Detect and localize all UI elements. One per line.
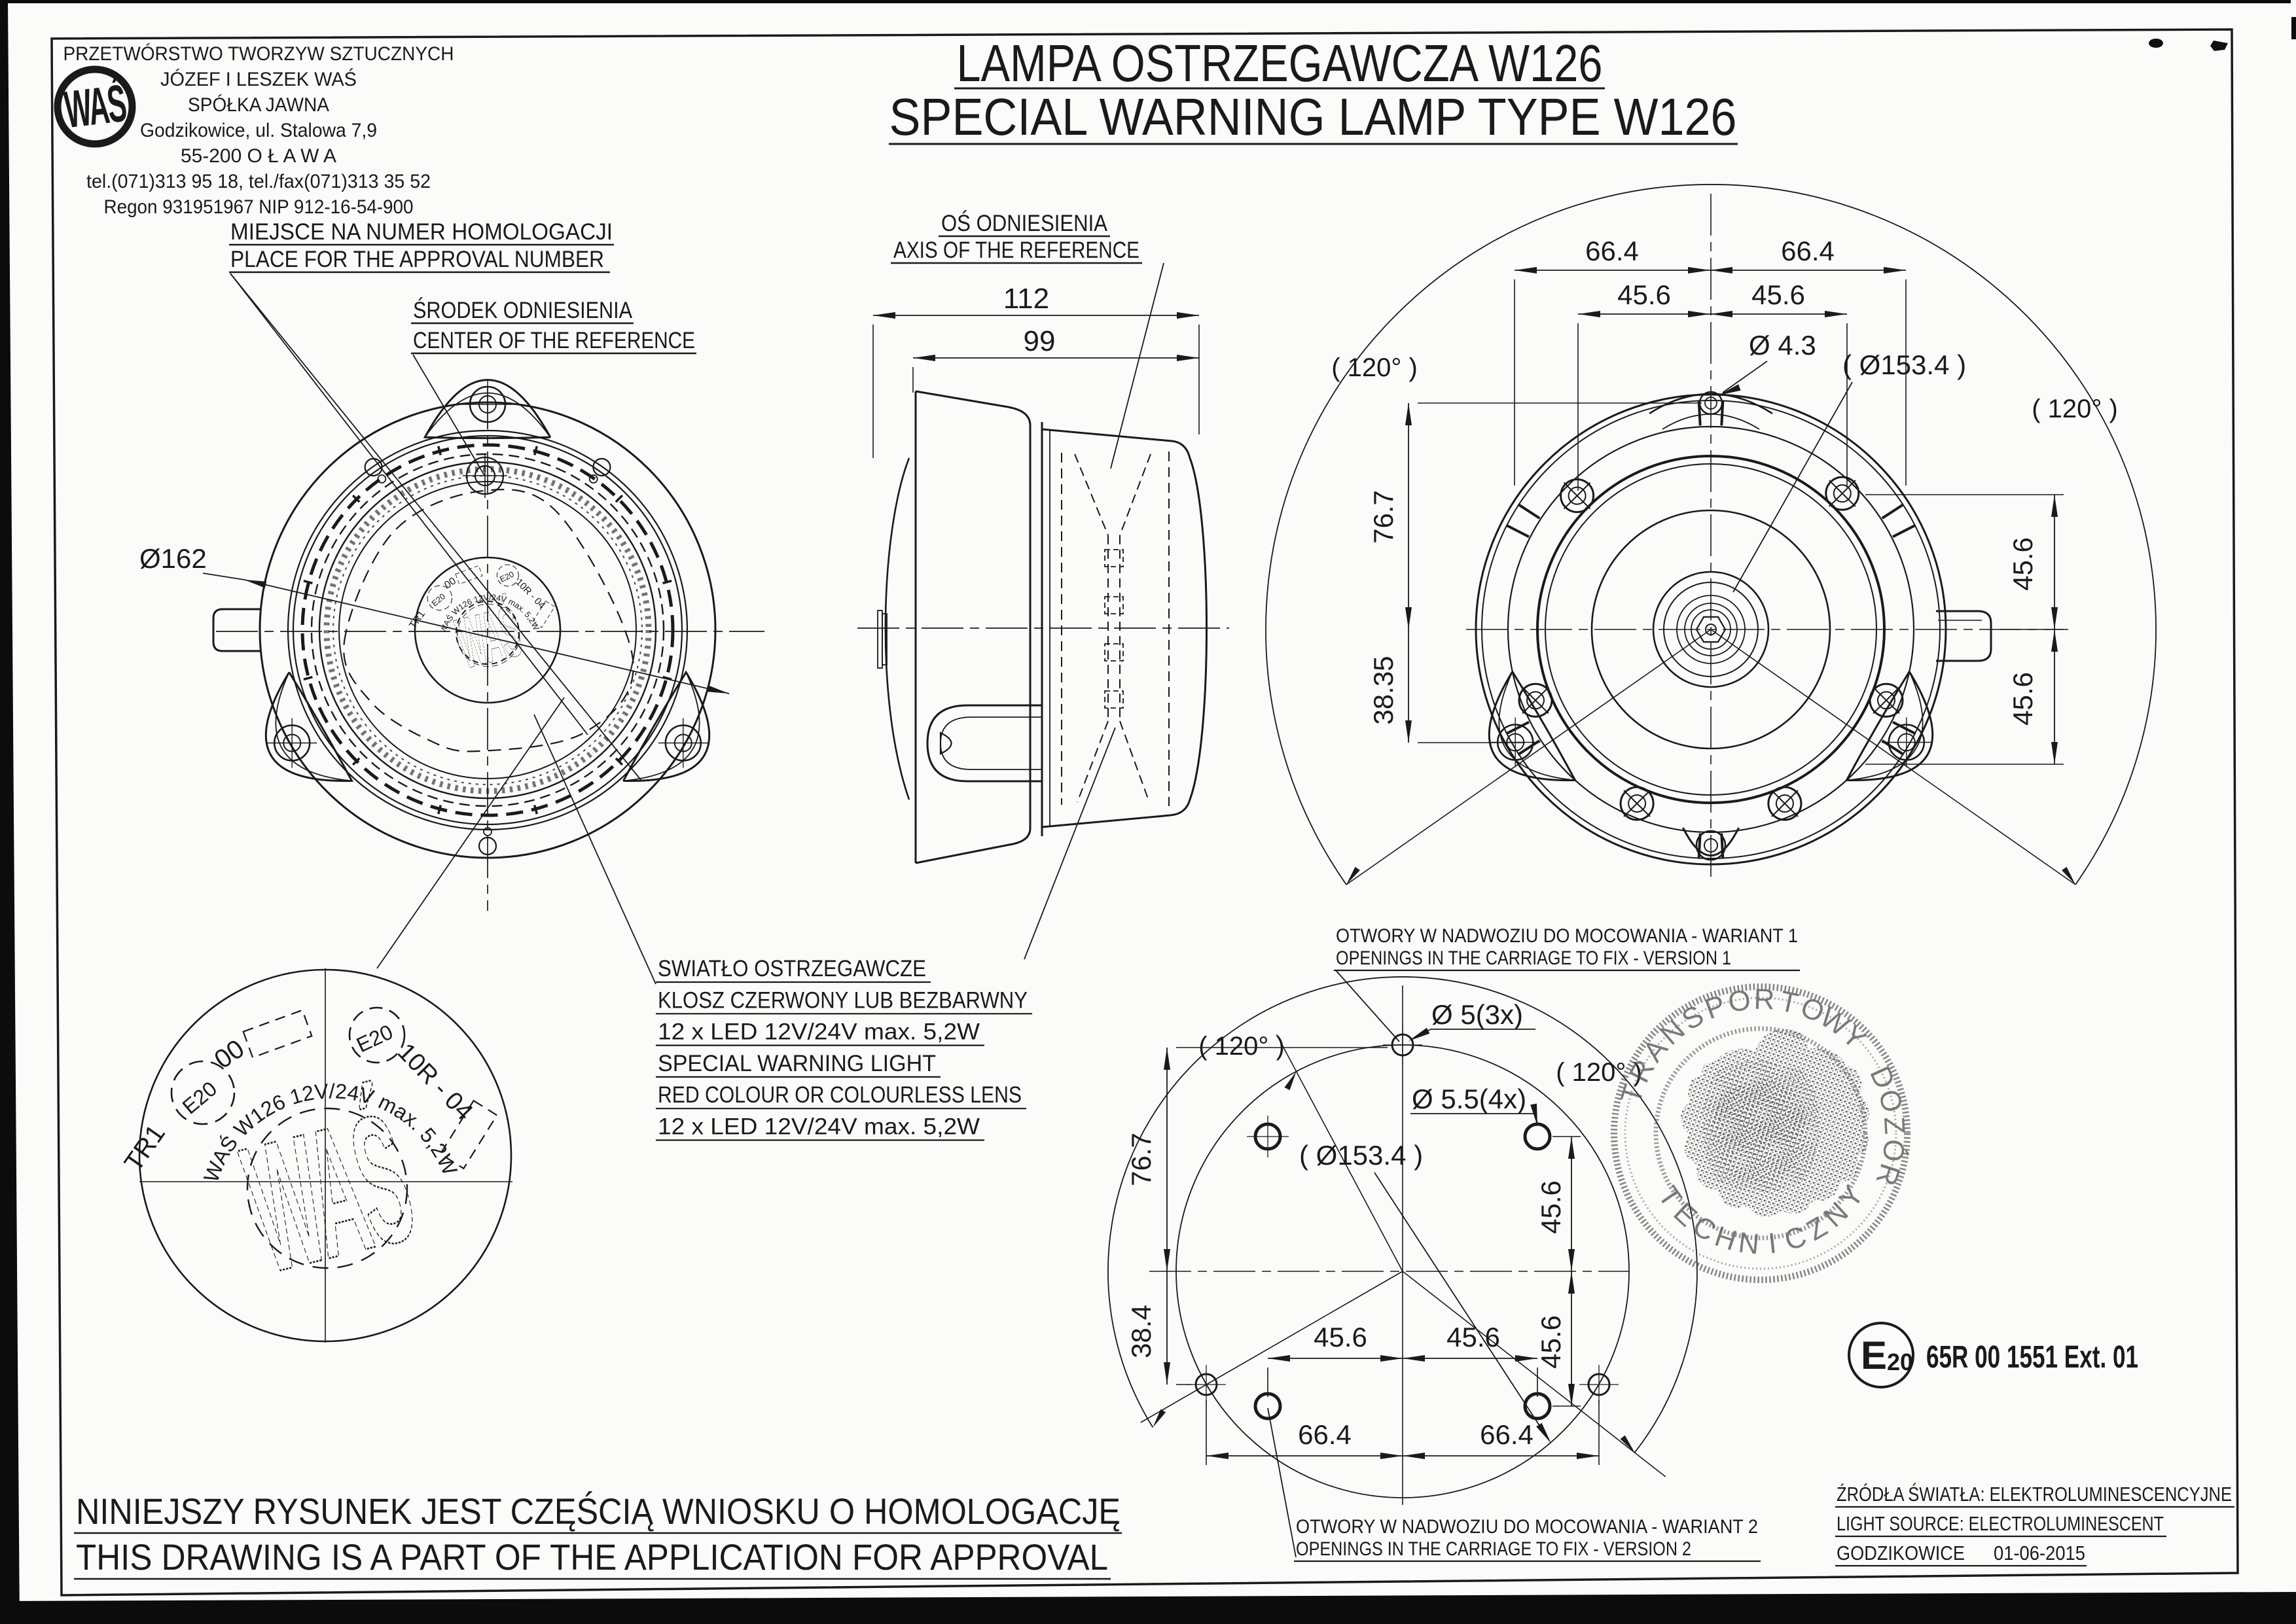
svg-text:ŹRÓDŁA ŚWIATŁA: ELEKTROLUMINES: ŹRÓDŁA ŚWIATŁA: ELEKTROLUMINESCENCYJNE [1837,1482,2232,1506]
svg-text:PLACE FOR THE APPROVAL NUMBER: PLACE FOR THE APPROVAL NUMBER [230,247,604,272]
svg-text:CENTER OF THE REFERENCE: CENTER OF THE REFERENCE [413,328,695,353]
svg-text:LAMPA OSTRZEGAWCZA W126: LAMPA OSTRZEGAWCZA W126 [957,34,1603,92]
svg-text:76.7: 76.7 [1368,490,1399,544]
svg-text:45.6: 45.6 [2007,672,2038,726]
svg-text:LIGHT SOURCE: ELECTROLUMINESCE: LIGHT SOURCE: ELECTROLUMINESCENT [1837,1512,2164,1535]
svg-text:45.6: 45.6 [1535,1315,1566,1369]
svg-text:Ó: Ó [1876,1137,1910,1163]
svg-text:SWIATŁO OSTRZEGAWCZE: SWIATŁO OSTRZEGAWCZE [658,956,926,981]
svg-text:45.6: 45.6 [1535,1180,1566,1234]
svg-text:Ø 5.5(4x): Ø 5.5(4x) [1412,1084,1526,1114]
svg-text:MIEJSCE NA NUMER HOMOLOGACJI: MIEJSCE NA NUMER HOMOLOGACJI [230,219,613,245]
svg-text:Z: Z [1878,1116,1910,1135]
svg-text:SPECIAL WARNING LIGHT: SPECIAL WARNING LIGHT [658,1051,936,1076]
svg-text:RED COLOUR OR COLOURLESS LENS: RED COLOUR OR COLOURLESS LENS [658,1082,1022,1108]
svg-text:tel.(071)313 95 18, tel./fax(0: tel.(071)313 95 18, tel./fax(071)313 35 … [86,171,431,192]
svg-text:NINIEJSZY RYSUNEK JEST CZĘŚCIĄ: NINIEJSZY RYSUNEK JEST CZĘŚCIĄ WNIOSKU O… [76,1491,1121,1532]
svg-text:OTWORY W NADWOZIU DO MOCOWANIA: OTWORY W NADWOZIU DO MOCOWANIA - WARIANT… [1296,1516,1758,1538]
svg-text:01-06-2015: 01-06-2015 [1994,1542,2085,1564]
svg-text:( 120° ): ( 120° ) [2032,395,2118,423]
svg-text:66.4: 66.4 [1298,1419,1352,1450]
svg-text:N: N [1737,1227,1761,1261]
svg-text:R: R [1753,983,1775,1016]
svg-text:OŚ ODNIESIENIA: OŚ ODNIESIENIA [941,210,1108,236]
svg-text:45.6: 45.6 [1751,279,1805,310]
svg-text:OTWORY W NADWOZIU DO MOCOWANIA: OTWORY W NADWOZIU DO MOCOWANIA - WARIANT… [1336,925,1798,947]
svg-text:OPENINGS IN THE CARRIAGE TO FI: OPENINGS IN THE CARRIAGE TO FIX - VERSIO… [1336,947,1731,969]
svg-text:SPECIAL WARNING LAMP TYPE W126: SPECIAL WARNING LAMP TYPE W126 [889,88,1737,146]
svg-text:112: 112 [1003,283,1049,315]
svg-text:12 x LED 12V/24V max. 5,2W: 12 x LED 12V/24V max. 5,2W [658,1114,980,1140]
svg-text:O: O [1726,983,1753,1019]
svg-text:( 120° ): ( 120° ) [1331,353,1418,382]
svg-text:45.6: 45.6 [2007,537,2038,591]
svg-text:SPÓŁKA JAWNA: SPÓŁKA JAWNA [188,94,329,116]
svg-text:GODZIKOWICE: GODZIKOWICE [1837,1542,1965,1564]
svg-text:OPENINGS IN THE CARRIAGE TO FI: OPENINGS IN THE CARRIAGE TO FIX - VERSIO… [1296,1538,1691,1560]
svg-text:PRZETWÓRSTWO TWORZYW SZTUCZNYC: PRZETWÓRSTWO TWORZYW SZTUCZNYCH [63,43,454,65]
svg-text:Godzikowice, ul. Stalowa 7,9: Godzikowice, ul. Stalowa 7,9 [140,120,377,141]
svg-text:45.6: 45.6 [1617,279,1671,310]
svg-text:KLOSZ CZERWONY LUB BEZBARWNY: KLOSZ CZERWONY LUB BEZBARWNY [658,987,1028,1013]
svg-text:45.6: 45.6 [1446,1322,1500,1352]
svg-text:76.7: 76.7 [1126,1133,1157,1186]
svg-text:E20: E20 [1861,1333,1913,1377]
svg-text:Ø162: Ø162 [139,543,207,574]
svg-text:66.4: 66.4 [1781,236,1835,266]
svg-text:Ø 4.3: Ø 4.3 [1749,330,1816,361]
svg-text:45.6: 45.6 [1314,1322,1367,1352]
svg-text:( Ø153.4 ): ( Ø153.4 ) [1842,349,1966,380]
svg-text:Ø 5(3x): Ø 5(3x) [1431,999,1523,1030]
svg-text:66.4: 66.4 [1480,1419,1534,1450]
svg-text:ŚRODEK ODNIESIENIA: ŚRODEK ODNIESIENIA [413,297,633,323]
svg-text:Regon 931951967 NIP 912-16-54-: Regon 931951967 NIP 912-16-54-900 [104,196,414,218]
svg-text:38.4: 38.4 [1126,1305,1157,1358]
svg-text:AXIS OF THE REFERENCE: AXIS OF THE REFERENCE [893,238,1139,263]
svg-text:38.35: 38.35 [1368,656,1399,724]
svg-text:99: 99 [1024,325,1056,357]
svg-text:JÓZEF I LESZEK WAŚ: JÓZEF I LESZEK WAŚ [160,68,357,90]
svg-text:( Ø153.4 ): ( Ø153.4 ) [1299,1140,1423,1171]
svg-text:55-200 O Ł A W A: 55-200 O Ł A W A [181,145,336,167]
svg-text:12 x LED 12V/24V max. 5,2W: 12 x LED 12V/24V max. 5,2W [658,1019,980,1045]
svg-text:65R 00 1551 Ext. 01: 65R 00 1551 Ext. 01 [1926,1340,2138,1375]
svg-text:( 120° ): ( 120° ) [1198,1032,1285,1061]
svg-text:I: I [1767,1227,1778,1260]
svg-text:66.4: 66.4 [1585,236,1639,266]
svg-text:WAŚ: WAŚ [62,74,129,139]
svg-text:THIS DRAWING IS A PART OF THE: THIS DRAWING IS A PART OF THE APPLICATIO… [76,1536,1108,1578]
